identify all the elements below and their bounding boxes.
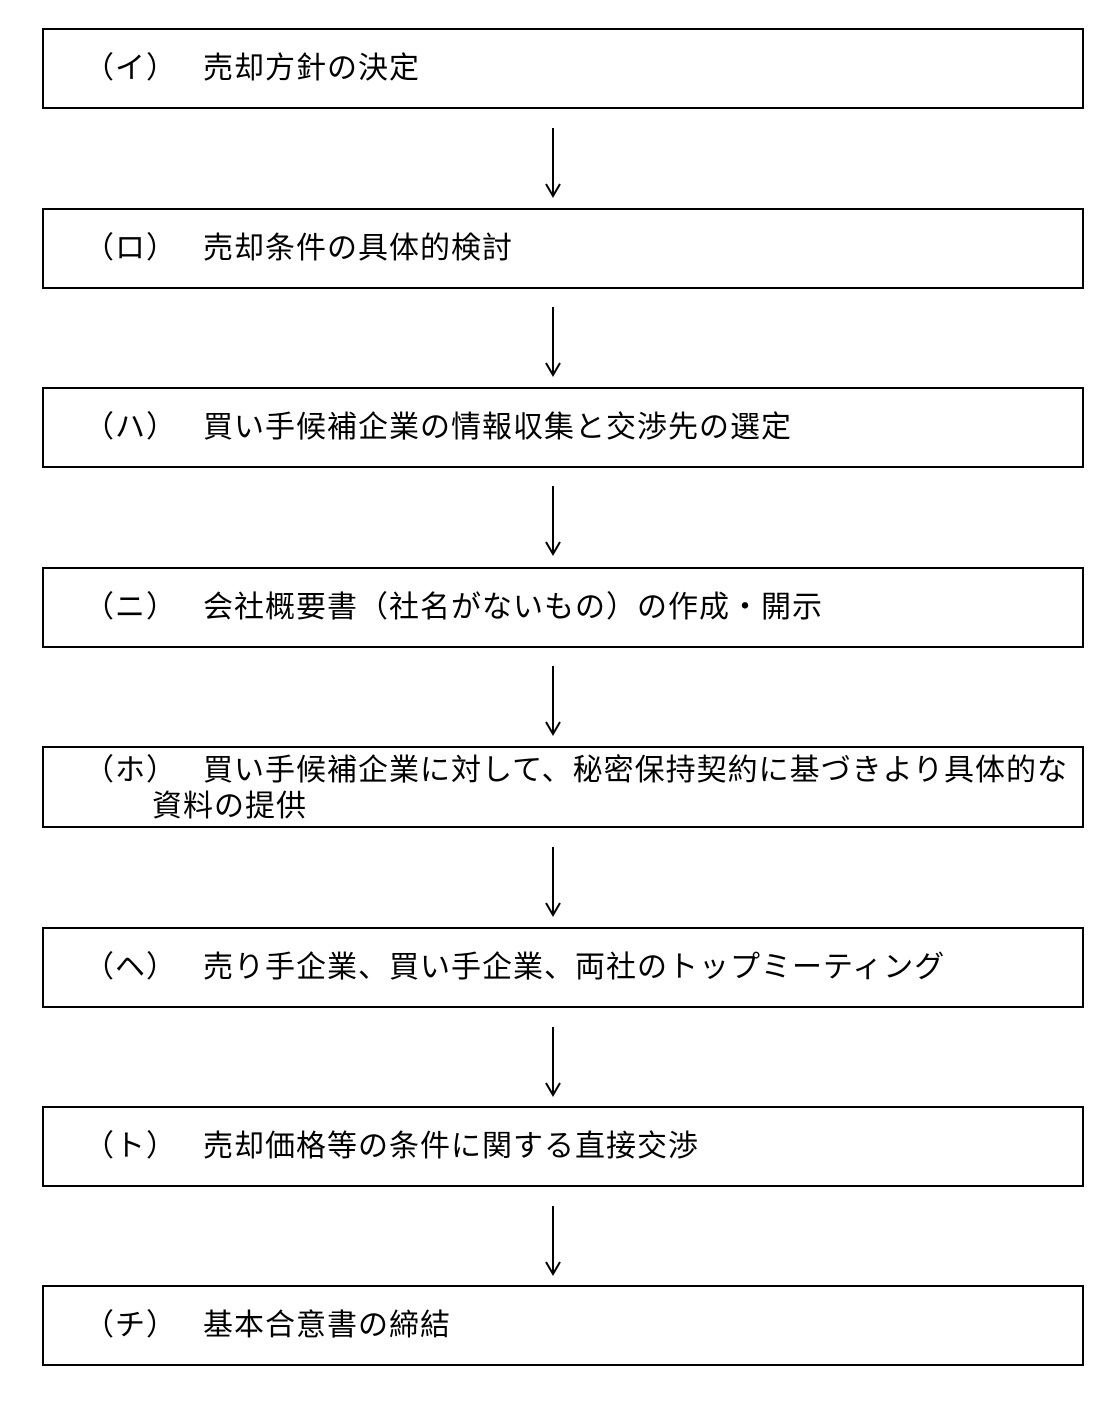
step-box-5: （ホ） 買い手候補企業に対して、秘密保持契約に基づきより具体的な 資料の提供 (42, 746, 1084, 828)
step-box-3: （ハ） 買い手候補企業の情報収集と交渉先の選定 (42, 387, 1084, 468)
step-row-7: （ト） 売却価格等の条件に関する直接交渉 (84, 1128, 1062, 1166)
step-label: 買い手候補企業に対して、秘密保持契約に基づきより具体的な (203, 753, 1068, 788)
step-box-2: （ロ） 売却条件の具体的検討 (42, 208, 1084, 289)
step-marker: （ホ） (84, 753, 177, 788)
step-box-4: （ニ） 会社概要書（社名がないもの）の作成・開示 (42, 567, 1084, 648)
down-arrow-icon (545, 847, 561, 917)
down-arrow-icon (545, 666, 561, 736)
step-marker: （イ） (84, 51, 177, 86)
down-arrow-icon (545, 307, 561, 377)
step-marker: （ハ） (84, 410, 177, 445)
step-box-7: （ト） 売却価格等の条件に関する直接交渉 (42, 1106, 1084, 1187)
step-row-3: （ハ） 買い手候補企業の情報収集と交渉先の選定 (84, 409, 1062, 447)
down-arrow-icon (545, 1206, 561, 1276)
step-box-1: （イ） 売却方針の決定 (42, 28, 1084, 109)
step-row-2: （ロ） 売却条件の具体的検討 (84, 230, 1062, 268)
step-marker: （ニ） (84, 590, 177, 625)
step-row-8: （チ） 基本合意書の締結 (84, 1307, 1062, 1345)
step-row-6: （ヘ） 売り手企業、買い手企業、両社のトップミーティング (84, 949, 1062, 987)
step-label: 会社概要書（社名がないもの）の作成・開示 (203, 590, 823, 625)
step-box-6: （ヘ） 売り手企業、買い手企業、両社のトップミーティング (42, 927, 1084, 1008)
step-marker: （ロ） (84, 231, 177, 266)
step-marker: （ト） (84, 1129, 177, 1164)
step-label: 売却条件の具体的検討 (203, 231, 513, 266)
step-box-8: （チ） 基本合意書の締結 (42, 1285, 1084, 1366)
step-row-5: （ホ） 買い手候補企業に対して、秘密保持契約に基づきより具体的な (84, 752, 1067, 790)
step-row-4: （ニ） 会社概要書（社名がないもの）の作成・開示 (84, 589, 1062, 627)
down-arrow-icon (545, 1027, 561, 1097)
down-arrow-icon (545, 486, 561, 556)
step-label: 売却方針の決定 (203, 51, 420, 86)
step-label: 売り手企業、買い手企業、両社のトップミーティング (203, 950, 946, 985)
step-label: 買い手候補企業の情報収集と交渉先の選定 (203, 410, 792, 445)
step-label: 売却価格等の条件に関する直接交渉 (203, 1129, 699, 1164)
step-marker: （ヘ） (84, 950, 177, 985)
step-row-1: （イ） 売却方針の決定 (84, 50, 1062, 88)
step-label: 基本合意書の締結 (203, 1308, 451, 1343)
down-arrow-icon (545, 128, 561, 198)
step-label-continuation: 資料の提供 (152, 789, 307, 824)
step-marker: （チ） (84, 1308, 177, 1343)
